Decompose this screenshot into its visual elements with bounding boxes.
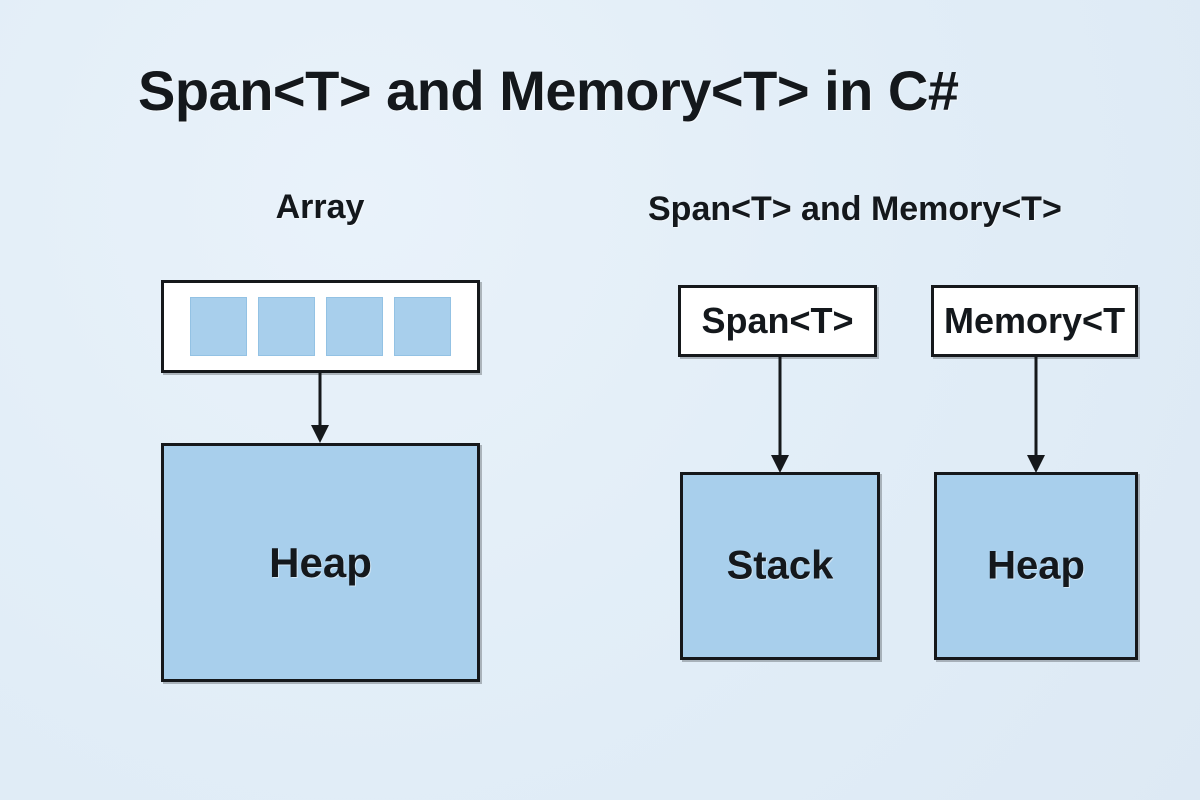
stack-box-label: Stack xyxy=(726,543,834,588)
array-box xyxy=(161,280,480,373)
heap-box-right: Heap xyxy=(934,472,1138,660)
span-box-label: Span<T> xyxy=(701,300,854,341)
array-cell xyxy=(394,297,451,356)
section-heading-array: Array xyxy=(275,188,365,226)
arrow-array-to-heap xyxy=(311,372,329,443)
arrow-memory-to-heap xyxy=(1027,356,1045,473)
array-cell xyxy=(258,297,315,356)
heap-box-left-label: Heap xyxy=(269,538,372,586)
stack-box: Stack xyxy=(680,472,880,660)
heap-box-left: Heap xyxy=(161,443,480,682)
heap-box-right-label: Heap xyxy=(987,543,1085,588)
section-heading-span-memory: Span<T> and Memory<T> xyxy=(648,190,1062,228)
array-cell xyxy=(326,297,383,356)
page-title: Span<T> and Memory<T> in C# xyxy=(138,59,959,122)
array-cell-group xyxy=(164,283,477,370)
span-box: Span<T> xyxy=(678,285,877,357)
memory-box-label: Memory<T xyxy=(944,300,1126,341)
arrow-span-to-stack xyxy=(771,356,789,473)
array-cell xyxy=(190,297,247,356)
memory-box: Memory<T xyxy=(931,285,1138,357)
